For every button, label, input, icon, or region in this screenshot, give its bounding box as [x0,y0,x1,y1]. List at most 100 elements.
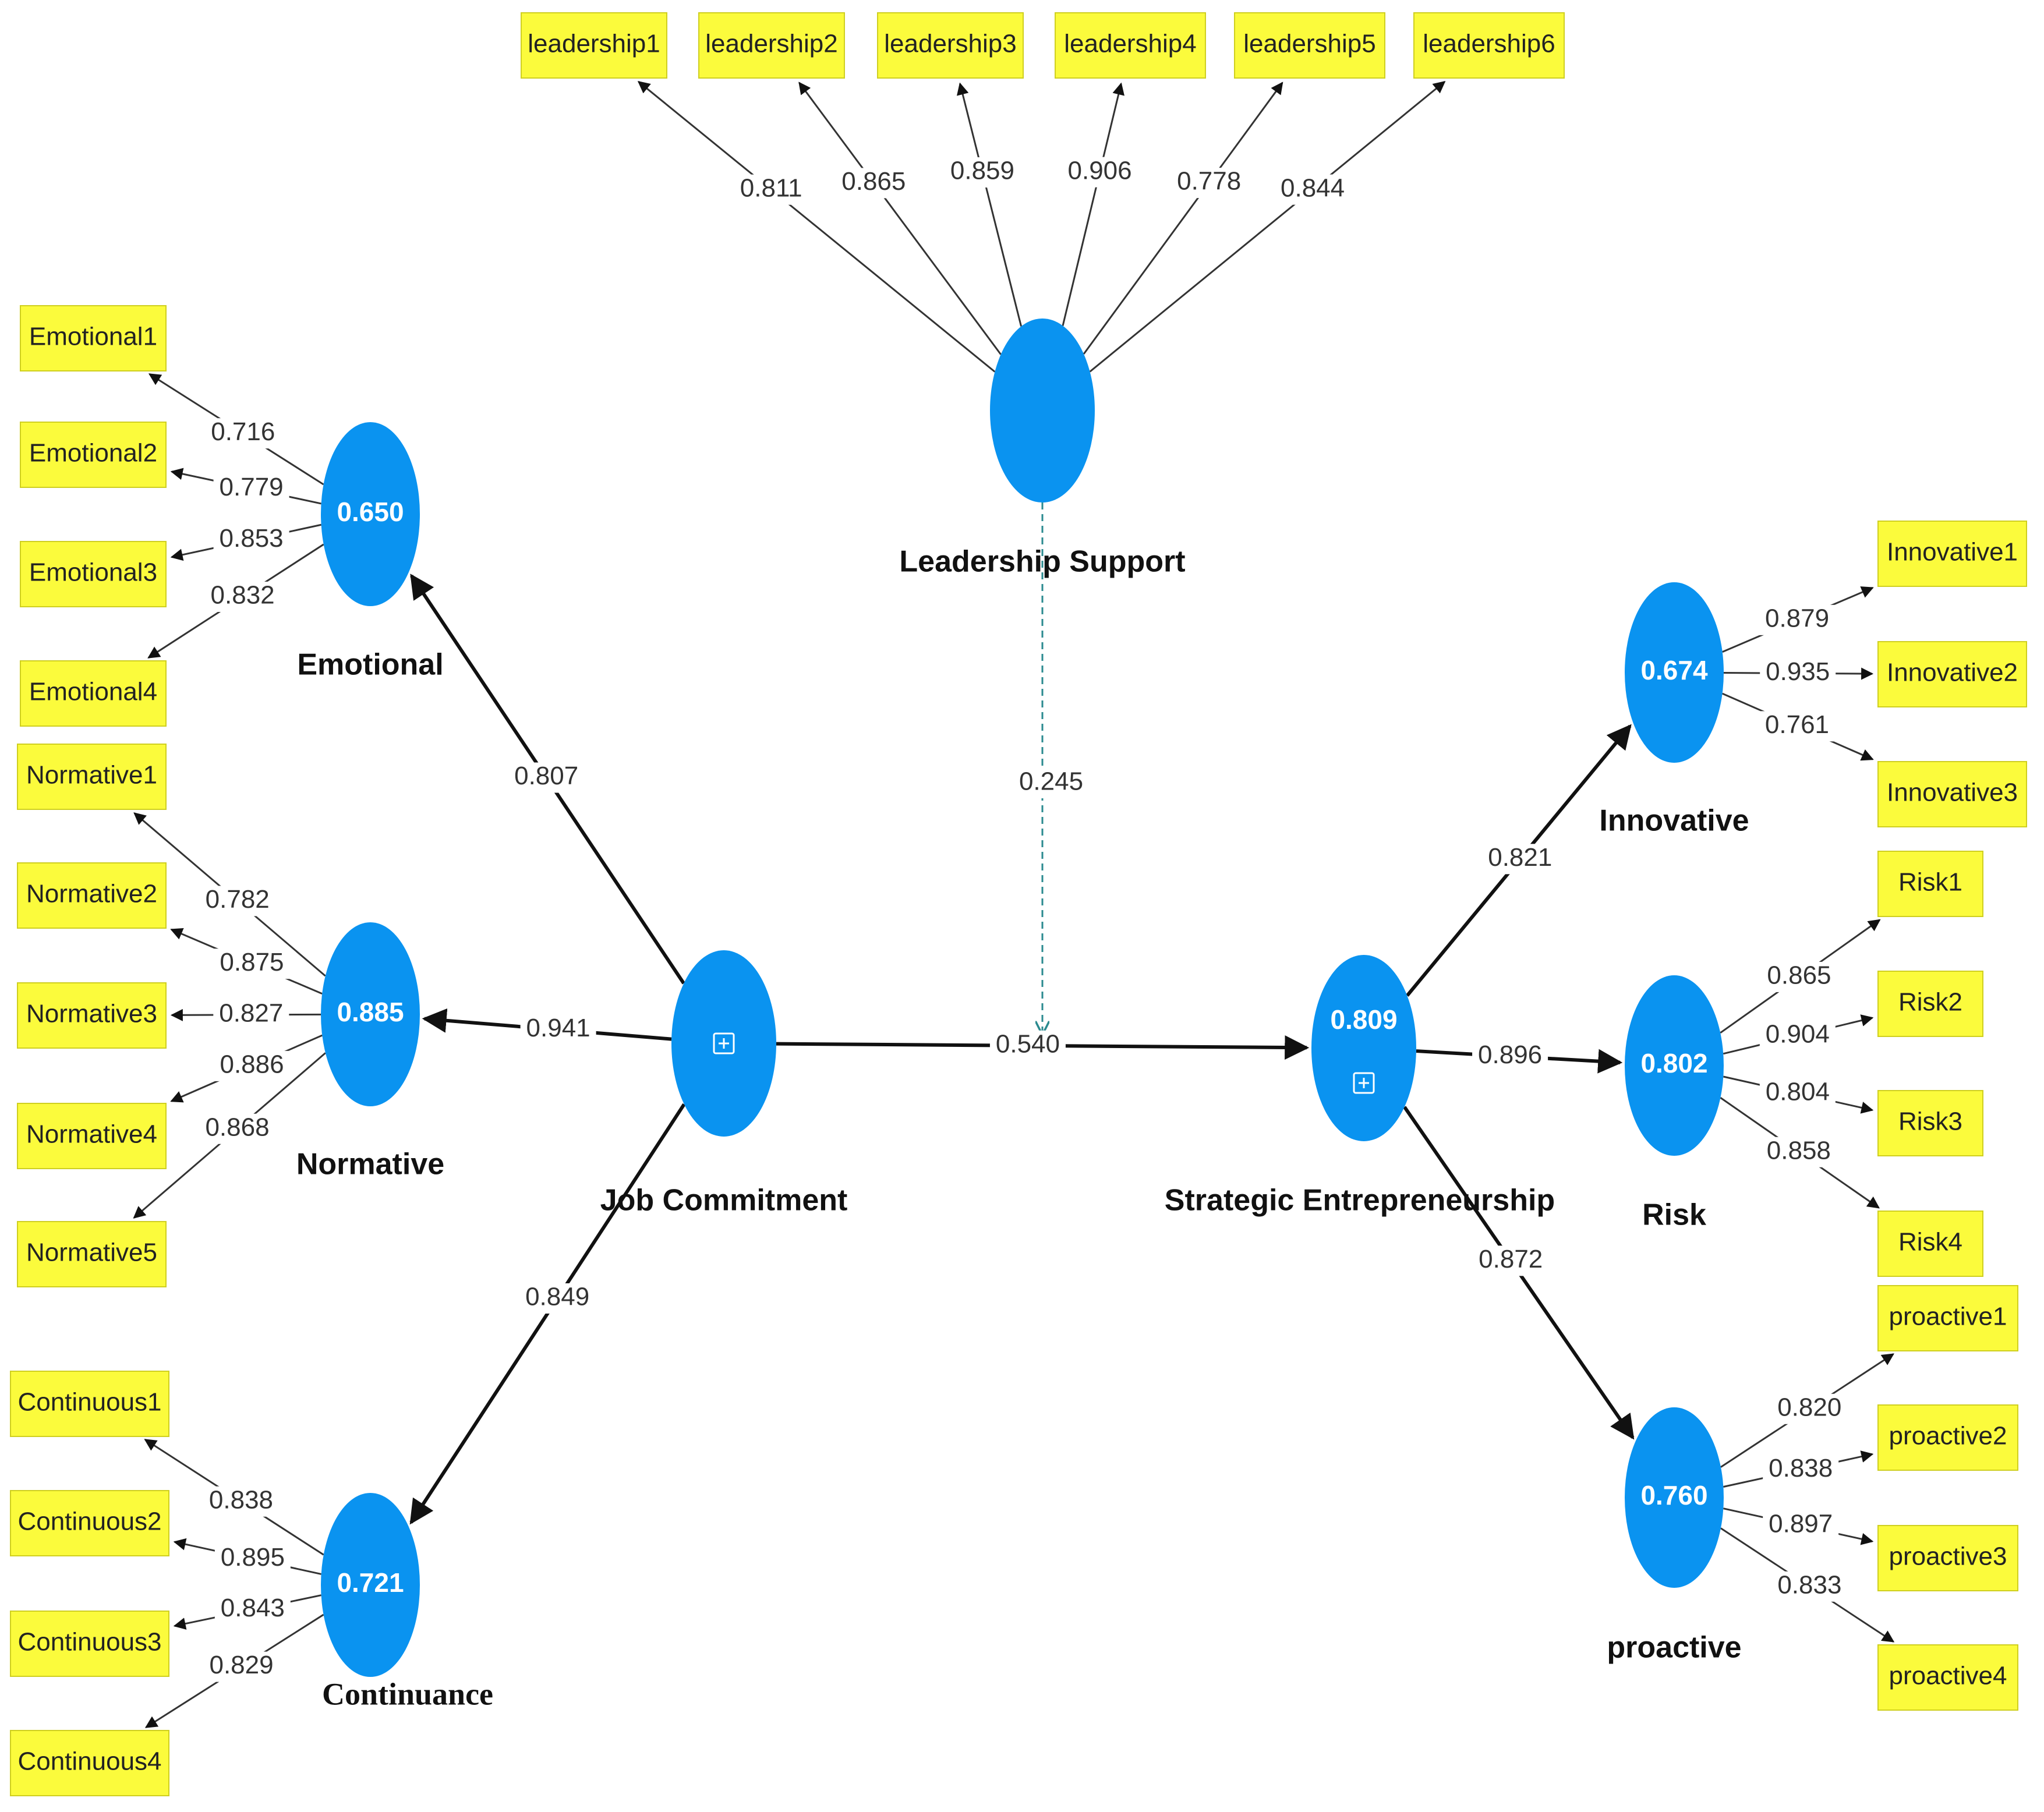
indicator-box[interactable] [1877,521,2027,587]
indicator-label: Continuous1 [17,1388,161,1417]
indicator-box[interactable] [1877,1644,2018,1711]
path-coef-jc_continuance-bg [519,1283,596,1314]
loading-arrow-leadership3 [956,82,1023,327]
indicator-emotional4[interactable]: Emotional4 [20,660,167,727]
indicator-box[interactable] [20,541,167,607]
indicator-box[interactable] [1877,1211,1983,1277]
indicator-leadership5[interactable]: leadership5 [1234,12,1385,79]
indicator-normative1[interactable]: Normative1 [17,744,167,810]
indicator-proactive2[interactable]: proactive2 [1877,1404,2018,1471]
construct-circle[interactable] [1311,955,1416,1141]
indicator-box[interactable] [10,1371,169,1437]
indicator-proactive1[interactable]: proactive1 [1877,1285,2018,1351]
indicator-box[interactable] [10,1490,169,1556]
indicator-innovative1[interactable]: Innovative1 [1877,521,2027,587]
construct-leadership-support[interactable]: Leadership Support [899,318,1186,579]
indicator-risk2[interactable]: Risk2 [1877,971,1983,1037]
indicator-label: proactive3 [1889,1542,2007,1571]
indicator-box[interactable] [17,982,167,1049]
indicator-normative2[interactable]: Normative2 [17,862,167,929]
indicator-box[interactable] [20,660,167,727]
indicator-box[interactable] [1413,12,1565,79]
indicator-box[interactable] [1877,851,1983,917]
indicator-proactive4[interactable]: proactive4 [1877,1644,2018,1711]
indicator-box[interactable] [1877,1404,2018,1471]
indicator-risk4[interactable]: Risk4 [1877,1211,1983,1277]
indicator-leadership6[interactable]: leadership6 [1413,12,1565,79]
indicator-risk3[interactable]: Risk3 [1877,1090,1983,1156]
indicator-box[interactable] [17,1221,167,1287]
indicator-continuous1[interactable]: Continuous1 [10,1371,169,1437]
indicator-box[interactable] [877,12,1024,79]
construct-circle[interactable] [321,1493,420,1677]
indicator-box[interactable] [521,12,667,79]
indicator-box[interactable] [1877,971,1983,1037]
construct-name: Normative [296,1148,444,1181]
indicator-emotional2[interactable]: Emotional2 [20,422,167,488]
indicator-normative5[interactable]: Normative5 [17,1221,167,1287]
construct-circle[interactable] [321,922,420,1106]
indicator-box[interactable] [1877,1090,1983,1156]
loading-risk1-bg [1761,961,1837,992]
construct-circle[interactable] [1625,1407,1724,1588]
indicator-box[interactable] [17,744,167,810]
indicator-emotional1[interactable]: Emotional1 [20,305,167,371]
indicator-box[interactable] [1877,1525,2018,1591]
indicator-innovative2[interactable]: Innovative2 [1877,641,2027,707]
loading-arrow-leadership1 [637,80,996,373]
construct-circle[interactable] [1625,582,1724,763]
indicator-leadership3[interactable]: leadership3 [877,12,1024,79]
loading-risk4-bg [1760,1137,1837,1167]
indicator-label: Normative3 [26,1000,157,1028]
indicator-proactive3[interactable]: proactive3 [1877,1525,2018,1591]
indicator-box[interactable] [1877,1285,2018,1351]
indicator-emotional3[interactable]: Emotional3 [20,541,167,607]
indicator-continuous3[interactable]: Continuous3 [10,1611,169,1677]
loading-innovative1-bg [1759,604,1836,635]
loading-normative4-bg [214,1050,290,1081]
loading-emotional1-bg [205,418,281,449]
indicator-normative3[interactable]: Normative3 [17,982,167,1049]
expand-icon[interactable] [1353,1072,1375,1094]
path-coef-se_proactive: 0.872 [1473,1245,1549,1276]
indicator-box[interactable] [1234,12,1385,79]
loading-emotional1-text: 0.716 [211,417,275,446]
indicator-box[interactable] [698,12,845,79]
construct-job-commitment[interactable]: Job Commitment [600,950,848,1218]
path-coef-se_risk-text: 0.896 [1478,1041,1542,1069]
indicator-leadership2[interactable]: leadership2 [698,12,845,79]
indicator-normative4[interactable]: Normative4 [17,1103,167,1169]
moderation-coef: 0.245 [1013,767,1089,798]
loading-emotional3: 0.853 [213,524,289,555]
indicator-box[interactable] [1877,761,2027,827]
loading-normative2-bg [214,949,290,979]
indicator-box[interactable] [10,1611,169,1677]
indicator-box[interactable] [17,862,167,929]
expand-icon[interactable] [713,1032,735,1054]
indicator-continuous4[interactable]: Continuous4 [10,1730,169,1796]
indicator-continuous2[interactable]: Continuous2 [10,1490,169,1556]
indicator-label: Normative1 [26,761,157,790]
indicator-box[interactable] [20,305,167,371]
indicator-risk1[interactable]: Risk1 [1877,851,1983,917]
indicator-box[interactable] [1877,641,2027,707]
indicator-box[interactable] [17,1103,167,1169]
loading-continuous3-bg [214,1594,291,1625]
indicator-box[interactable] [1055,12,1206,79]
indicator-innovative3[interactable]: Innovative3 [1877,761,2027,827]
construct-circle[interactable] [1625,975,1724,1156]
indicator-leadership4[interactable]: leadership4 [1055,12,1206,79]
indicator-box[interactable] [20,422,167,488]
indicator-box[interactable] [10,1730,169,1796]
loading-innovative1: 0.879 [1759,604,1836,635]
indicator-leadership1[interactable]: leadership1 [521,12,667,79]
construct-circle[interactable] [321,422,420,606]
construct-circle[interactable] [990,318,1095,502]
